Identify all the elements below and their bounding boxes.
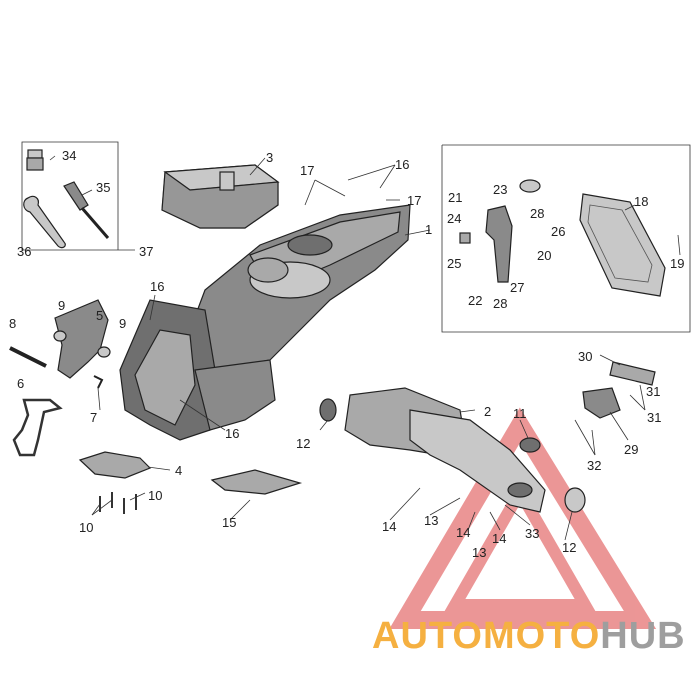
callout-28-upper: 28 (530, 206, 544, 221)
spacer-part-9-left (53, 330, 67, 342)
callout-37: 37 (139, 244, 153, 259)
callout-8: 8 (9, 316, 16, 331)
watermark-moto: MOTO (483, 615, 600, 657)
tool-kit-box (21, 141, 119, 251)
callout-35: 35 (96, 180, 110, 195)
callout-4: 4 (175, 463, 182, 478)
callout-33: 33 (525, 526, 539, 541)
reflector-part-11 (519, 437, 541, 453)
callout-17-right: 17 (407, 193, 421, 208)
callout-14-mid: 14 (456, 525, 470, 540)
callout-5: 5 (96, 308, 103, 323)
callout-18: 18 (634, 194, 648, 209)
bracket-part-5 (54, 299, 109, 379)
reflector-part-12-left (319, 398, 337, 422)
callout-24: 24 (447, 211, 461, 226)
callout-2: 2 (484, 404, 491, 419)
callout-26: 26 (551, 224, 565, 239)
callout-36: 36 (17, 244, 31, 259)
callout-31-lower: 31 (647, 410, 661, 425)
callout-15: 15 (222, 515, 236, 530)
license-light (582, 361, 656, 419)
callout-1: 1 (425, 222, 432, 237)
callout-10-left: 10 (79, 520, 93, 535)
callout-14-left: 14 (382, 519, 396, 534)
wrench-part-36 (23, 195, 66, 249)
svg-text:AUTOMOTOHUB: AUTOMOTOHUB (372, 615, 686, 657)
cover-part-15 (210, 469, 303, 495)
callout-9-left: 9 (58, 298, 65, 313)
callout-32: 32 (587, 458, 601, 473)
callout-30: 30 (578, 349, 592, 364)
pin-part-8 (9, 346, 47, 368)
callout-23: 23 (493, 182, 507, 197)
callout-20: 20 (537, 248, 551, 263)
callout-labels: 1 2 3 4 5 6 7 8 9 9 10 10 11 12 12 13 13… (9, 148, 684, 560)
callout-17-left: 17 (300, 163, 314, 178)
callout-21: 21 (448, 190, 462, 205)
bracket-part-4 (78, 451, 152, 479)
callout-27: 27 (510, 280, 524, 295)
callout-19: 19 (670, 256, 684, 271)
socket-part-34 (26, 149, 44, 171)
plate-box (441, 144, 691, 333)
callout-14-right: 14 (492, 531, 506, 546)
callout-13-lower: 13 (472, 545, 486, 560)
callout-7: 7 (90, 410, 97, 425)
clip-part-7 (93, 375, 104, 389)
callout-10-right: 10 (148, 488, 162, 503)
screwdriver-part-35 (63, 181, 110, 239)
callout-9-right: 9 (119, 316, 126, 331)
spacer-part-9-right (97, 346, 111, 358)
watermark-auto: AUTO (372, 615, 483, 657)
callout-16-bottom: 16 (225, 426, 239, 441)
leader-lines (49, 155, 681, 541)
callout-34: 34 (62, 148, 76, 163)
callout-29: 29 (624, 442, 638, 457)
callout-31-upper: 31 (646, 384, 660, 399)
screws-part-10 (99, 492, 137, 514)
callout-13-upper: 13 (424, 513, 438, 528)
callout-16-top: 16 (395, 157, 409, 172)
tray-part-3 (161, 164, 280, 229)
callout-11: 11 (513, 406, 527, 421)
callout-22: 22 (468, 293, 482, 308)
rear-fender-part-2 (344, 387, 546, 513)
rod-part-6 (12, 398, 63, 457)
callout-25: 25 (447, 256, 461, 271)
watermark-logo: AUTOMOTOHUB (372, 615, 686, 657)
callout-16-left: 16 (150, 279, 164, 294)
callout-28-lower: 28 (493, 296, 507, 311)
callout-3: 3 (266, 150, 273, 165)
watermark-hub: HUB (600, 615, 685, 657)
watermark-triangle (389, 407, 657, 629)
callout-12-right: 12 (562, 540, 576, 555)
helmet-compartment-part-1 (119, 204, 411, 441)
callout-12-left: 12 (296, 436, 310, 451)
callout-6: 6 (17, 376, 24, 391)
reflector-part-12-right (564, 487, 586, 513)
